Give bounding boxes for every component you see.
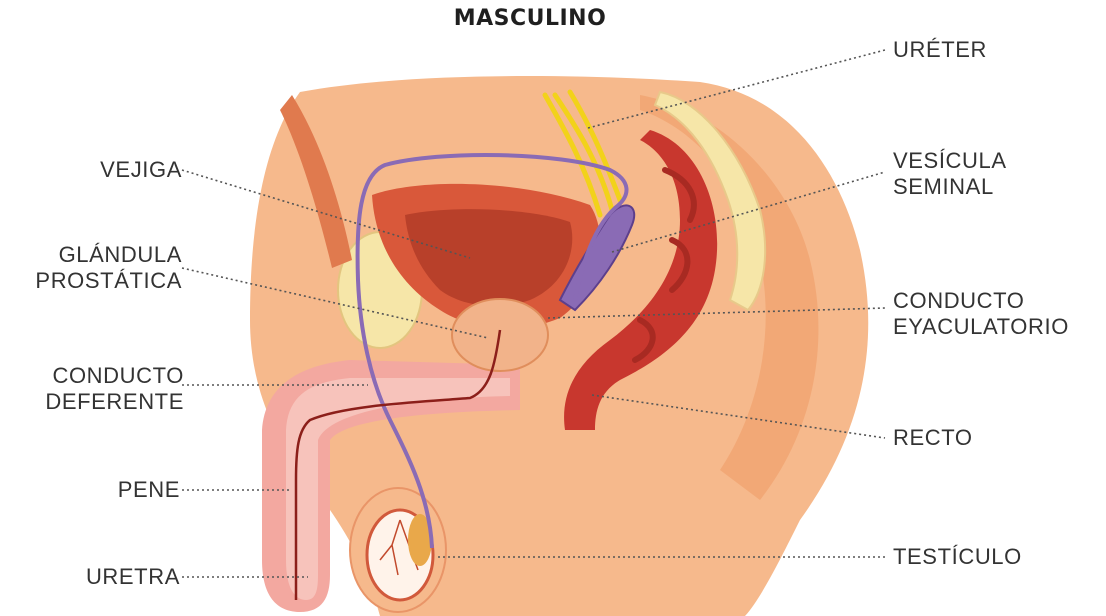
label-deferente-line1: CONDUCTO [2, 363, 184, 389]
label-eyaculatorio: CONDUCTO EYACULATORIO [893, 288, 1069, 340]
label-prostata-line1: GLÁNDULA [2, 242, 182, 268]
label-vejiga-line1: VEJIGA [40, 157, 182, 183]
label-recto-line1: RECTO [893, 425, 973, 451]
label-pene-line1: PENE [40, 477, 180, 503]
label-uretra: URETRA [30, 564, 180, 590]
label-deferente: CONDUCTO DEFERENTE [2, 363, 184, 415]
label-vejiga: VEJIGA [40, 157, 182, 183]
label-eyaculatorio-line2: EYACULATORIO [893, 314, 1069, 340]
label-ureter: URÉTER [893, 37, 987, 63]
label-ureter-line1: URÉTER [893, 37, 987, 63]
label-deferente-line2: DEFERENTE [2, 389, 184, 415]
label-vesicula: VESÍCULA SEMINAL [893, 148, 1007, 200]
label-vesicula-line2: SEMINAL [893, 174, 1007, 200]
label-eyaculatorio-line1: CONDUCTO [893, 288, 1069, 314]
label-pene: PENE [40, 477, 180, 503]
label-uretra-line1: URETRA [30, 564, 180, 590]
label-testiculo: TESTÍCULO [893, 544, 1022, 570]
label-recto: RECTO [893, 425, 973, 451]
label-prostata: GLÁNDULA PROSTÁTICA [2, 242, 182, 294]
diagram-title: MASCULINO [0, 6, 1060, 31]
label-prostata-line2: PROSTÁTICA [2, 268, 182, 294]
label-vesicula-line1: VESÍCULA [893, 148, 1007, 174]
label-testiculo-line1: TESTÍCULO [893, 544, 1022, 570]
